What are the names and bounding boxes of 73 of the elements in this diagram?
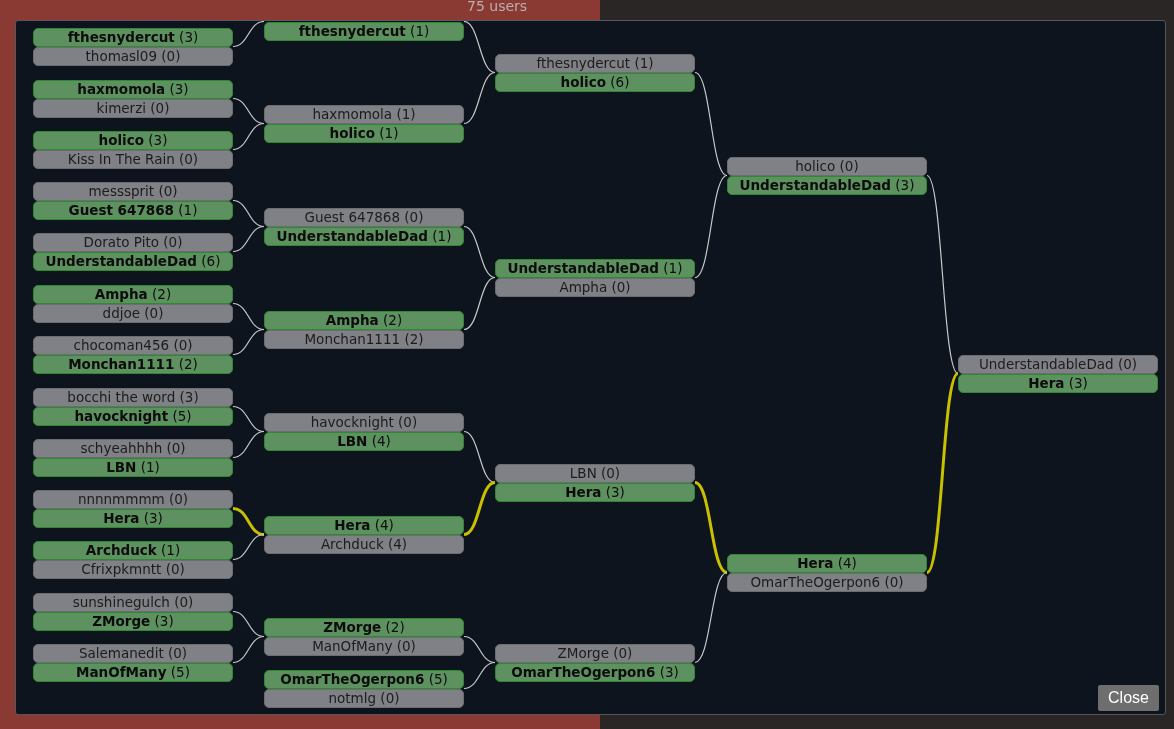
player-row: Monchan1111 (2) <box>264 329 464 349</box>
player-row: kimerzi (0) <box>33 98 233 118</box>
bracket-line <box>232 328 265 356</box>
player-row: fthesnydercut (1) <box>495 53 695 73</box>
winner-row: UnderstandableDad (1) <box>495 258 695 278</box>
winner-row: Hera (3) <box>495 482 695 502</box>
winner-row: ManOfMany (5) <box>33 662 233 682</box>
winner-row: Monchan1111 (2) <box>33 354 233 374</box>
winner-row: UnderstandableDad (3) <box>727 175 927 195</box>
player-row: Guest 647868 (0) <box>264 207 464 227</box>
player-row: ManOfMany (0) <box>264 636 464 656</box>
winner-row: holico (1) <box>264 123 464 143</box>
bracket-line <box>232 225 265 253</box>
player-row: messsprit (0) <box>33 181 233 201</box>
player-row: Dorato Pito (0) <box>33 232 233 252</box>
player-row: schyeahhhh (0) <box>33 438 233 458</box>
bracket-line <box>463 661 496 690</box>
player-row: haxmomola (1) <box>264 104 464 124</box>
player-row: LBN (0) <box>495 463 695 483</box>
winner-row: OmarTheOgerpon6 (5) <box>264 669 464 689</box>
winner-row: ZMorge (2) <box>264 617 464 637</box>
bracket-line <box>232 507 265 536</box>
winner-row: Ampha (2) <box>33 284 233 304</box>
winner-row: ZMorge (3) <box>33 611 233 631</box>
winner-row: Hera (3) <box>958 373 1158 393</box>
bracket-line <box>232 430 265 459</box>
player-row: notmlg (0) <box>264 688 464 708</box>
close-button: Close <box>1098 685 1159 711</box>
winner-row: Hera (3) <box>33 508 233 528</box>
bracket-line <box>463 225 496 279</box>
winner-row: OmarTheOgerpon6 (3) <box>495 662 695 682</box>
player-row: Kiss In The Rain (0) <box>33 149 233 169</box>
winner-row: UnderstandableDad (1) <box>264 226 464 246</box>
player-row: ZMorge (0) <box>495 643 695 663</box>
user-count: 75 users <box>467 0 528 16</box>
bracket-line <box>694 174 728 279</box>
player-row: sunshinegulch (0) <box>33 592 233 612</box>
winner-row: holico (3) <box>33 130 233 150</box>
bracket-line <box>232 122 265 151</box>
winner-row: havocknight (5) <box>33 406 233 426</box>
player-row: bocchi the word (3) <box>33 387 233 407</box>
winner-row: Guest 647868 (1) <box>33 200 233 220</box>
winner-row: Ampha (2) <box>264 310 464 330</box>
player-row: Ampha (0) <box>495 277 695 297</box>
winner-row: holico (6) <box>495 72 695 92</box>
winner-row: LBN (1) <box>33 457 233 477</box>
winner-row: haxmomola (3) <box>33 79 233 99</box>
player-row: OmarTheOgerpon6 (0) <box>727 572 927 592</box>
bracket-line <box>232 635 265 664</box>
winner-row: Hera (4) <box>727 553 927 573</box>
player-row: nnnnmmmm (0) <box>33 489 233 509</box>
bracket-line <box>694 481 728 574</box>
bracket-line <box>463 21 496 74</box>
player-row: holico (0) <box>727 156 927 176</box>
winner-row: fthesnydercut (1) <box>264 21 464 41</box>
player-row: UnderstandableDad (0) <box>958 354 1158 374</box>
player-row: ddjoe (0) <box>33 303 233 323</box>
player-row: Cfrixpkmntt (0) <box>33 559 233 579</box>
bracket-line <box>926 174 959 375</box>
player-row: chocoman456 (0) <box>33 335 233 355</box>
player-row: Archduck (4) <box>264 534 464 554</box>
winner-row: Archduck (1) <box>33 540 233 560</box>
player-row: havocknight (0) <box>264 412 464 432</box>
player-row: thomasl09 (0) <box>33 46 233 66</box>
winner-row: UnderstandableDad (6) <box>33 251 233 271</box>
bracket-line <box>925 372 960 574</box>
player-row: Salemanedit (0) <box>33 643 233 663</box>
winner-row: LBN (4) <box>264 431 464 451</box>
bracket-line <box>232 21 265 48</box>
winner-row: fthesnydercut (3) <box>33 27 233 47</box>
bracket-line <box>232 533 265 561</box>
winner-row: Hera (4) <box>264 515 464 535</box>
bracket-line <box>694 71 728 177</box>
